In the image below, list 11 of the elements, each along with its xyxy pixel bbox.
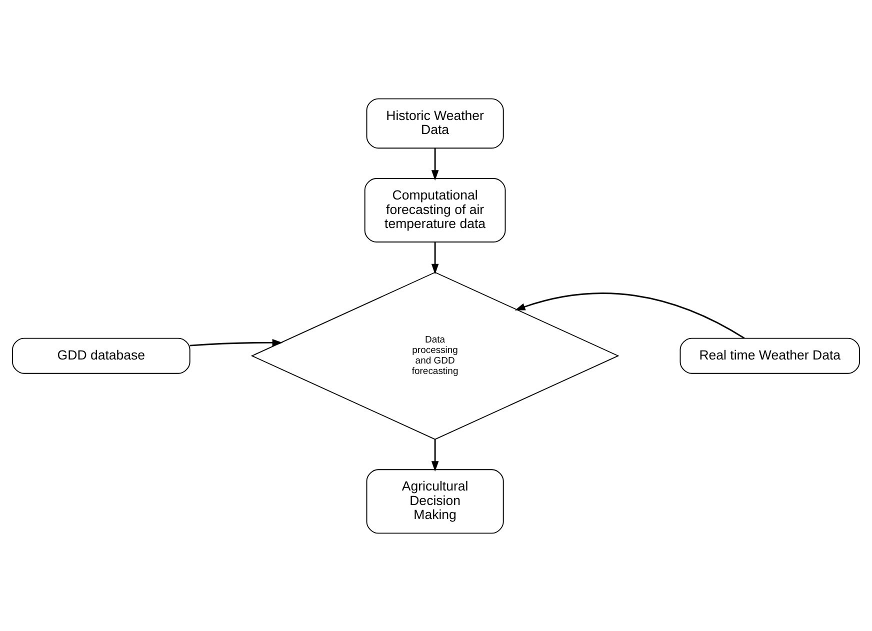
arrow (431, 148, 439, 180)
node-box: GDD database (12, 337, 190, 374)
arrow (514, 292, 745, 338)
arrow (431, 242, 439, 274)
node-box: Computational forecasting of air temperature data (364, 178, 506, 242)
node-box: Agricultural Decision Making (366, 468, 504, 534)
node-box: Historic Weather Data (366, 98, 504, 148)
arrow (190, 338, 283, 346)
node-diamond: Data processing and GDD forecasting (250, 271, 620, 440)
arrow (431, 439, 439, 472)
node-box: Real time Weather Data (680, 337, 860, 374)
